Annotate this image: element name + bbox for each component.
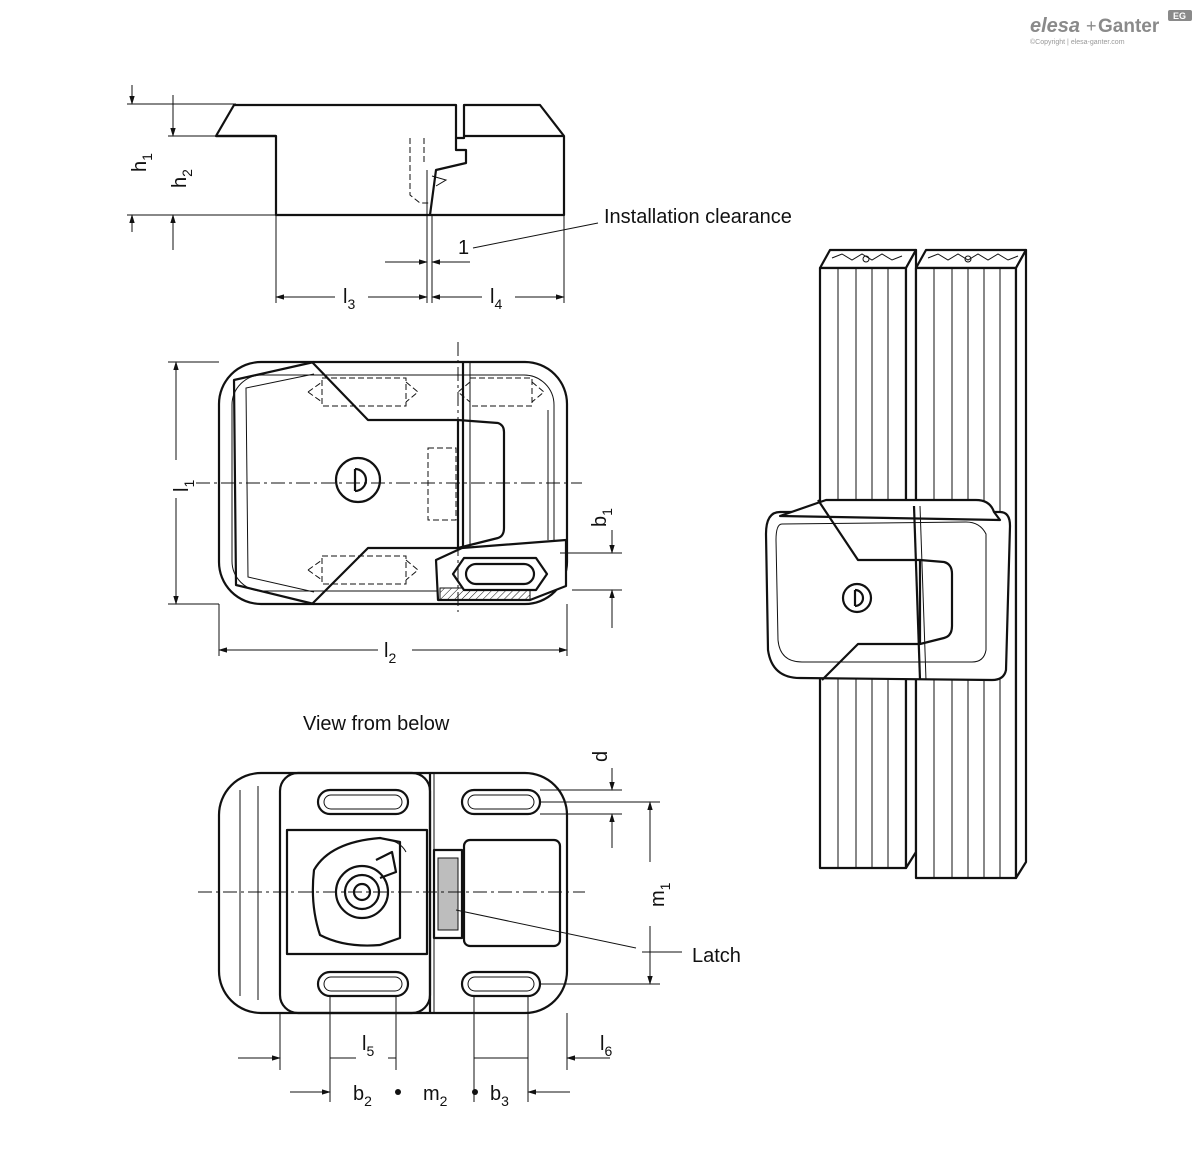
- brand-copyright: ©Copyright | elesa-ganter.com: [1030, 38, 1125, 46]
- brand-badge-text: EG: [1173, 11, 1186, 21]
- bottom-view-dimensions: d m1 l5 l6 b2 m2 b3: [238, 751, 673, 1109]
- latch-iso-body: [764, 498, 1012, 682]
- side-view: [127, 103, 566, 303]
- dim-b1: b1: [589, 508, 615, 527]
- screw-hidden-bottom: [307, 447, 457, 585]
- isometric-mounting-illustration: [764, 248, 1028, 880]
- top-view: [196, 342, 582, 612]
- clearance-value: 1: [458, 237, 469, 259]
- dim-h2: h2: [169, 169, 195, 188]
- brand-plus: +: [1086, 16, 1097, 36]
- side-view-dimensions: h1 h2 1 Installation clearance l3 l4: [129, 85, 792, 312]
- view-from-below-label: View from below: [303, 713, 450, 735]
- dim-l1: l1: [171, 480, 197, 492]
- dim-l2: l2: [384, 640, 396, 666]
- slot-top-left: [316, 788, 410, 816]
- iso-lock-icon: [841, 582, 873, 614]
- dim-d: d: [590, 751, 612, 762]
- mounting-hole: [451, 556, 549, 592]
- dim-b2: b2: [353, 1083, 372, 1109]
- brand-badge-icon: [1168, 10, 1192, 21]
- dim-l6: l6: [600, 1033, 612, 1059]
- dim-l3: l3: [343, 286, 355, 312]
- installation-clearance-label: Installation clearance: [604, 206, 792, 228]
- top-view-dimensions: l1 l2 b1: [168, 361, 622, 666]
- latch-bolt: [437, 857, 459, 931]
- dim-l4: l4: [490, 286, 502, 312]
- brand-name-ganter: Ganter: [1098, 16, 1160, 37]
- screw-hidden-top: [307, 377, 545, 407]
- dim-m2: m2: [423, 1083, 448, 1109]
- side-view-body: [214, 103, 566, 217]
- dim-l5: l5: [362, 1033, 374, 1059]
- dim-h1: h1: [129, 153, 155, 172]
- dim-m1: m1: [647, 882, 673, 907]
- slot-bottom-left: [316, 970, 410, 998]
- lock-icon: [334, 456, 382, 504]
- dim-b3: b3: [490, 1083, 509, 1109]
- latch-label: Latch: [692, 945, 741, 967]
- brand-logo: elesa + Ganter EG ©Copyright | elesa-gan…: [1028, 8, 1196, 48]
- brand-name-elesa: elesa: [1030, 15, 1080, 37]
- bottom-view: Latch: [198, 771, 741, 1015]
